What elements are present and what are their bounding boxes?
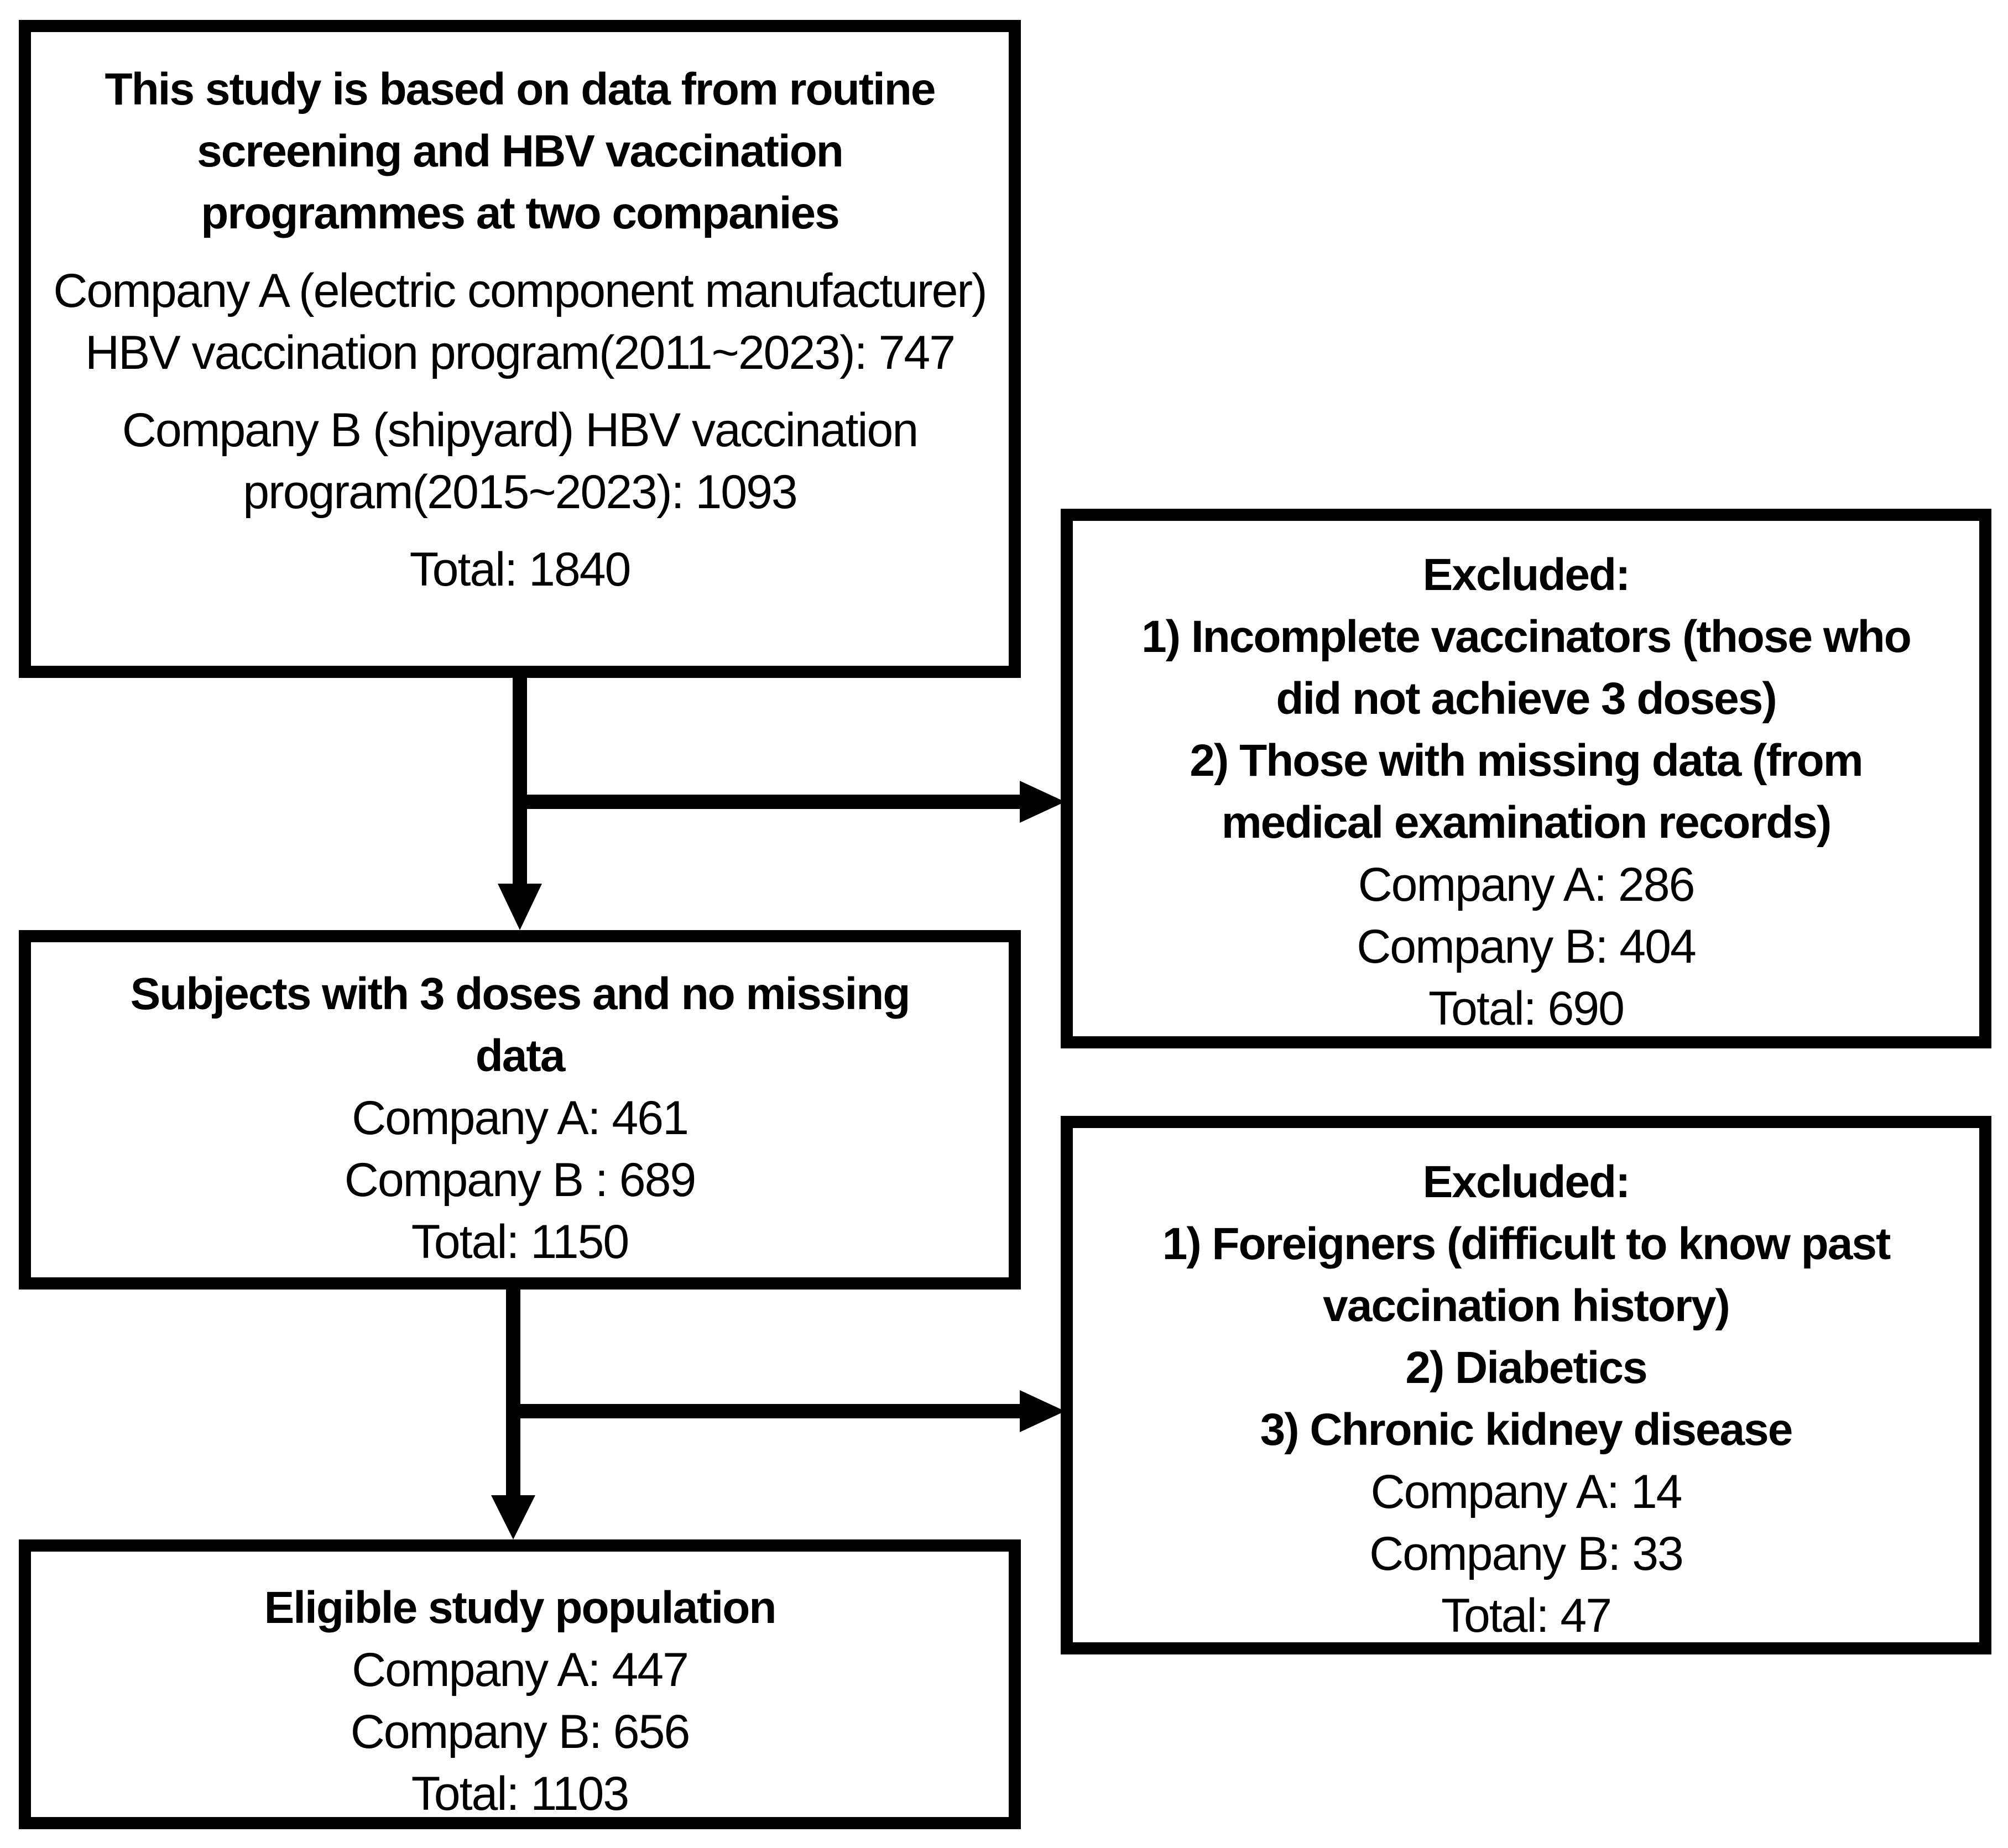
company-a-line: Company A: 14 bbox=[1370, 1465, 1682, 1518]
criteria-line: did not achieve 3 doses) bbox=[1276, 674, 1777, 724]
criteria-line: 1) Foreigners (difficult to know past bbox=[1162, 1219, 1891, 1269]
criteria-line: 2) Diabetics bbox=[1405, 1343, 1647, 1393]
subjects-box: Subjects with 3 doses and no missing dat… bbox=[19, 930, 1021, 1290]
company-b-line: program(2015~2023): 1093 bbox=[243, 466, 797, 519]
excluded-box-1: Excluded: 1) Incomplete vaccinators (tho… bbox=[1061, 509, 1991, 1048]
arrow-middle-to-bottom bbox=[491, 1290, 535, 1539]
criteria-line: medical examination records) bbox=[1221, 797, 1832, 848]
eligible-population-box: Eligible study population Company A: 447… bbox=[19, 1539, 1021, 1829]
heading-line: data bbox=[475, 1031, 566, 1081]
company-a-line: Company A: 286 bbox=[1358, 858, 1696, 911]
company-a-line: Company A: 461 bbox=[352, 1092, 689, 1145]
criteria-line: 2) Those with missing data (from bbox=[1190, 735, 1863, 786]
total-line: Total: 1840 bbox=[409, 543, 632, 596]
company-b-line: Company B : 689 bbox=[344, 1153, 696, 1207]
criteria-line: 3) Chronic kidney disease bbox=[1260, 1405, 1793, 1455]
heading-line: programmes at two companies bbox=[201, 188, 840, 238]
heading-line: Subjects with 3 doses and no missing bbox=[130, 969, 911, 1019]
excluded-heading: Excluded: bbox=[1422, 550, 1631, 600]
company-b-line: Company B (shipyard) HBV vaccination bbox=[122, 404, 919, 457]
company-a-line: Company A: 447 bbox=[352, 1643, 689, 1696]
total-line: Total: 1150 bbox=[411, 1215, 629, 1268]
study-source-box: This study is based on data from routine… bbox=[19, 20, 1021, 678]
arrow-to-excluded-2 bbox=[507, 1390, 1065, 1432]
company-b-line: Company B: 656 bbox=[350, 1705, 691, 1758]
company-b-line: Company B: 33 bbox=[1369, 1527, 1684, 1580]
total-line: Total: 1103 bbox=[411, 1767, 629, 1820]
excluded-heading: Excluded: bbox=[1422, 1157, 1631, 1207]
company-b-line: Company B: 404 bbox=[1357, 920, 1697, 973]
heading-line: This study is based on data from routine bbox=[105, 64, 936, 114]
heading-line: screening and HBV vaccination bbox=[197, 126, 844, 176]
criteria-line: 1) Incomplete vaccinators (those who bbox=[1141, 612, 1912, 662]
heading-line: Eligible study population bbox=[264, 1583, 777, 1633]
arrow-top-to-middle bbox=[498, 678, 542, 930]
excluded-box-2: Excluded: 1) Foreigners (difficult to kn… bbox=[1061, 1116, 1991, 1654]
company-a-line: HBV vaccination program(2011~2023): 747 bbox=[85, 326, 956, 379]
criteria-line: vaccination history) bbox=[1323, 1281, 1730, 1331]
total-line: Total: 47 bbox=[1441, 1589, 1612, 1642]
total-line: Total: 690 bbox=[1428, 982, 1625, 1035]
company-a-line: Company A (electric component manufactur… bbox=[53, 264, 987, 317]
arrow-to-excluded-1 bbox=[513, 781, 1065, 823]
